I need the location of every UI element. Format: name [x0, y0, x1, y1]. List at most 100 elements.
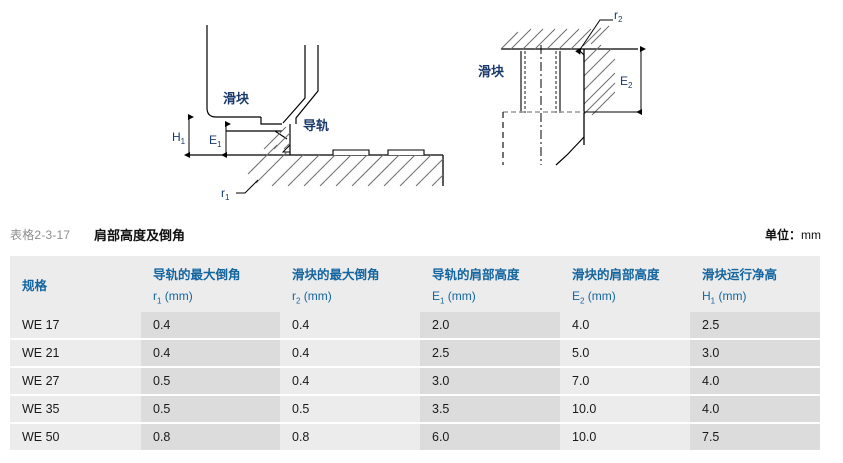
- cell-e2: 7.0: [560, 367, 690, 396]
- slider-outline: [206, 25, 319, 125]
- header-r1-title: 导轨的最大倒角: [153, 268, 241, 282]
- table-header: 规格 导轨的最大倒角 r1 (mm) 滑块的最大倒角 r2 (mm) 导轨的肩部…: [10, 256, 820, 312]
- header-e1-symbol: E: [432, 289, 441, 303]
- header-h1-unit: H1 (mm): [702, 289, 820, 305]
- header-cell-r2: 滑块的最大倒角 r2 (mm): [280, 256, 420, 312]
- e1-dimension: E1: [209, 121, 231, 158]
- table-caption-bar: 表格2-3-17 肩部高度及倒角 单位：mm: [0, 222, 843, 248]
- cell-e2: 5.0: [560, 339, 690, 368]
- header-cell-e2: 滑块的肩部高度 E2 (mm): [560, 256, 690, 312]
- header-cell-r1: 导轨的最大倒角 r1 (mm): [141, 256, 280, 312]
- block-hatching: [583, 44, 616, 116]
- cell-e1: 3.5: [420, 395, 560, 424]
- header-r1-unit: r1 (mm): [153, 289, 280, 305]
- spec-table: 规格 导轨的最大倒角 r1 (mm) 滑块的最大倒角 r2 (mm) 导轨的肩部…: [10, 256, 820, 450]
- cell-e2: 4.0: [560, 312, 690, 340]
- header-e1-unit: E1 (mm): [432, 289, 560, 305]
- header-h1-title: 滑块运行净高: [702, 268, 778, 282]
- base-hatching: [247, 144, 444, 187]
- cell-spec: WE 35: [10, 395, 141, 424]
- header-spec-label: 规格: [22, 278, 48, 293]
- caption-title: 肩部高度及倒角: [94, 228, 186, 243]
- cell-e1: 2.5: [420, 339, 560, 368]
- rail-label-left: 导轨: [303, 118, 329, 133]
- header-r2-symbol: r: [292, 289, 296, 303]
- cell-h1: 2.5: [690, 312, 820, 340]
- left-section-diagram: H1 E1 r1 滑块 导轨: [172, 25, 444, 202]
- r2-leader: r2: [575, 8, 623, 55]
- header-r1-suffix: (mm): [161, 289, 193, 303]
- header-e1-subscript: 1: [440, 296, 445, 306]
- header-e2-symbol: E: [572, 289, 581, 303]
- rail-chamfer-detail: [274, 130, 291, 153]
- technical-drawing-svg: H1 E1 r1 滑块 导轨: [172, 8, 646, 202]
- cell-r1: 0.4: [141, 312, 280, 340]
- cell-spec: WE 27: [10, 367, 141, 396]
- header-e2-unit: E2 (mm): [572, 289, 690, 305]
- cell-e2: 10.0: [560, 423, 690, 450]
- r2-label: r2: [614, 8, 623, 24]
- header-e2-suffix: (mm): [584, 289, 616, 303]
- h1-dimension: H1: [172, 114, 194, 158]
- cell-r1: 0.5: [141, 395, 280, 424]
- header-e1-title: 导轨的肩部高度: [432, 268, 520, 282]
- header-cell-h1: 滑块运行净高 H1 (mm): [690, 256, 820, 312]
- e2-dimension: E2: [620, 46, 646, 115]
- header-r2-suffix: (mm): [300, 289, 332, 303]
- header-e1-suffix: (mm): [444, 289, 476, 303]
- h1-label: H1: [172, 130, 186, 146]
- bolt-hole: [520, 51, 561, 113]
- cell-r2: 0.4: [280, 339, 420, 368]
- cell-r1: 0.5: [141, 367, 280, 396]
- cell-e2: 10.0: [560, 395, 690, 424]
- cell-r2: 0.4: [280, 367, 420, 396]
- cell-e1: 6.0: [420, 423, 560, 450]
- r1-label: r1: [221, 186, 230, 202]
- cell-e1: 3.0: [420, 367, 560, 396]
- base-bolt-notches: [332, 149, 425, 155]
- header-r2-unit: r2 (mm): [292, 289, 420, 305]
- bolt-thread-lines: [524, 51, 557, 113]
- header-e2-title: 滑块的肩部高度: [572, 268, 660, 282]
- cell-h1: 4.0: [690, 395, 820, 424]
- slider-label-right: 滑块: [478, 64, 505, 79]
- caption-unit: 单位：mm: [765, 226, 821, 243]
- unit-label: 单位：: [764, 228, 801, 242]
- slider-lower-flank: [555, 136, 585, 166]
- cell-e1: 2.0: [420, 312, 560, 340]
- header-r2-subscript: 2: [296, 296, 301, 306]
- caption-number: 表格2-3-17: [10, 228, 71, 242]
- header-e2-subscript: 2: [580, 296, 585, 306]
- header-r2-title: 滑块的最大倒角: [292, 268, 380, 282]
- mount-top-hatching: [500, 25, 610, 50]
- cell-h1: 3.0: [690, 339, 820, 368]
- technical-figure-area: H1 E1 r1 滑块 导轨: [0, 0, 843, 215]
- cell-h1: 4.0: [690, 367, 820, 396]
- cell-r2: 0.4: [280, 312, 420, 340]
- header-cell-spec: 规格: [10, 256, 141, 312]
- e1-label: E1: [209, 133, 222, 149]
- cell-spec: WE 50: [10, 423, 141, 450]
- cell-r2: 0.8: [280, 423, 420, 450]
- cell-spec: WE 21: [10, 339, 141, 368]
- header-r1-subscript: 1: [157, 296, 162, 306]
- cell-r1: 0.8: [141, 423, 280, 450]
- header-h1-subscript: 1: [710, 296, 716, 306]
- cell-spec: WE 17: [10, 312, 141, 340]
- header-h1-symbol: H: [702, 289, 711, 303]
- right-section-diagram: E2 r2 滑块: [478, 8, 646, 166]
- e2-label: E2: [620, 74, 633, 90]
- header-row: 规格 导轨的最大倒角 r1 (mm) 滑块的最大倒角 r2 (mm) 导轨的肩部…: [10, 256, 820, 312]
- unit-value: mm: [801, 228, 821, 242]
- header-r1-symbol: r: [153, 289, 157, 303]
- rail-outline: [226, 124, 291, 155]
- r2-chamfer-notch: [577, 48, 585, 62]
- header-cell-e1: 导轨的肩部高度 E1 (mm): [420, 256, 560, 312]
- cell-r2: 0.5: [280, 395, 420, 424]
